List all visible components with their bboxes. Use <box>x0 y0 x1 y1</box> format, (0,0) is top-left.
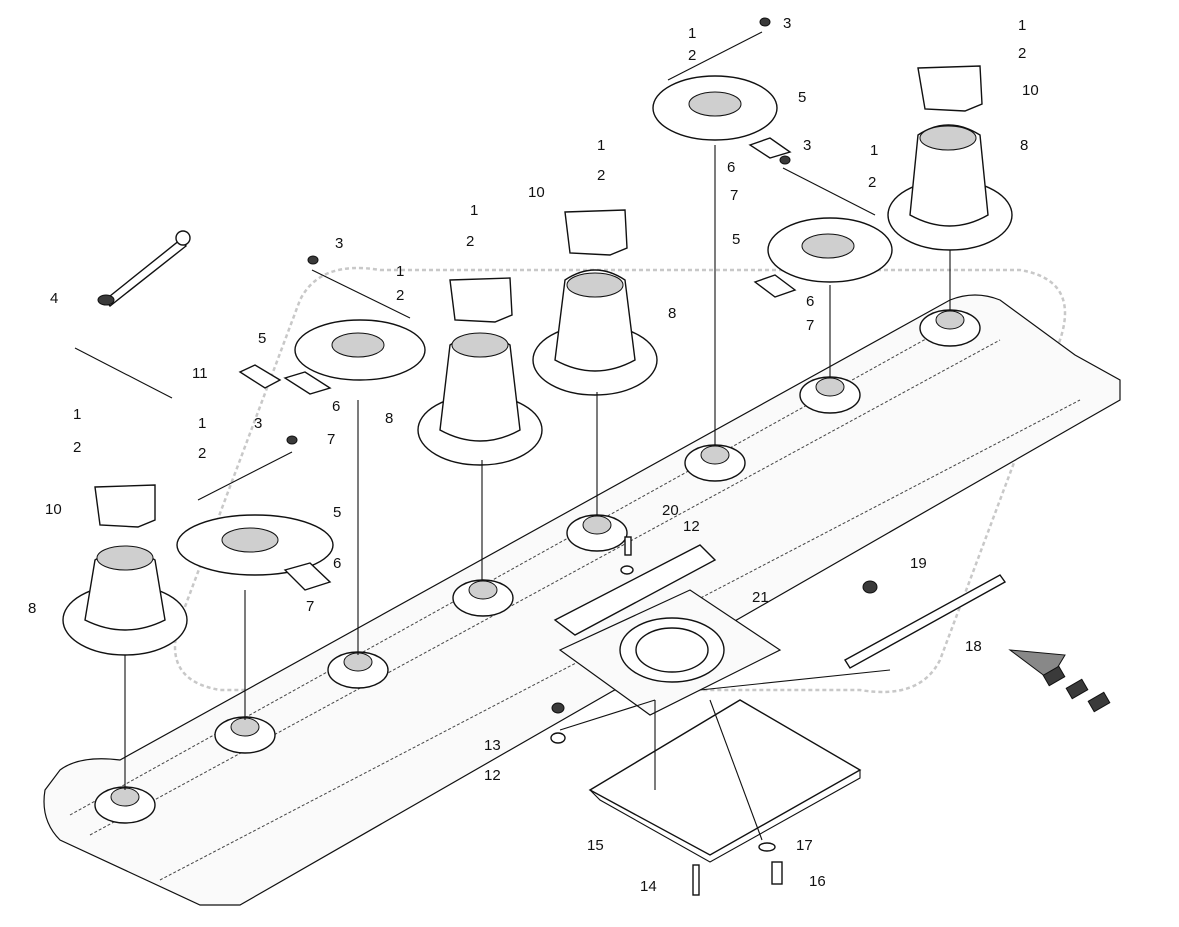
callout-5: 5 <box>732 231 740 248</box>
disc-hubs <box>94 309 981 824</box>
callout-2: 2 <box>597 167 605 184</box>
callout-5: 5 <box>798 89 806 106</box>
callout-3: 3 <box>783 15 791 32</box>
callout-10: 10 <box>1022 82 1039 99</box>
cone-drum-8-d <box>887 124 1013 251</box>
callout-1: 1 <box>396 263 404 280</box>
hub-2 <box>214 716 276 754</box>
callout-1: 1 <box>597 137 605 154</box>
callout-2: 2 <box>868 174 876 191</box>
callout-5: 5 <box>258 330 266 347</box>
center-gear-plate <box>558 589 782 716</box>
callout-3: 3 <box>803 137 811 154</box>
callout-8: 8 <box>28 600 36 617</box>
knife-6-b <box>283 562 332 591</box>
cap-plate-10-b <box>449 277 513 323</box>
callout-8: 8 <box>668 305 676 322</box>
callout-15: 15 <box>587 837 604 854</box>
callout-13: 12 <box>484 767 501 784</box>
watermark <box>173 266 1067 694</box>
cap-plate-10-a <box>94 484 156 528</box>
callout-6: 6 <box>727 159 735 176</box>
cone-drum-8-a <box>62 545 188 656</box>
callout-11: 11 <box>192 365 208 382</box>
guard-plate-21 <box>553 544 717 636</box>
hub-1 <box>94 786 156 824</box>
disc-5-d <box>767 217 893 283</box>
bar-18 <box>844 574 1007 669</box>
fasteners <box>286 17 878 896</box>
callout-1: 1 <box>688 25 696 42</box>
callout-10: 10 <box>45 501 62 518</box>
callout-20: 20 <box>662 502 679 519</box>
callout-3: 3 <box>335 235 343 252</box>
callout-1: 1 <box>1018 17 1026 34</box>
leader-lines <box>124 145 951 841</box>
hub-7 <box>799 376 861 414</box>
wrench-4 <box>97 230 191 307</box>
hub-3 <box>327 651 389 689</box>
callout-3: 3 <box>254 415 262 432</box>
callout-10: 10 <box>528 184 545 201</box>
disc-5-c <box>652 75 778 141</box>
callout-1: 1 <box>870 142 878 159</box>
bracket-11 <box>238 364 282 389</box>
callout-6: 6 <box>806 293 814 310</box>
hub-5 <box>566 514 628 552</box>
callout-13: 12 <box>683 518 700 535</box>
callout-2: 2 <box>1018 45 1026 62</box>
callout-2: 2 <box>396 287 404 304</box>
callout-18: 18 <box>965 638 982 655</box>
callout-7: 7 <box>730 187 738 204</box>
flow-direction-arrow-icon <box>1008 649 1111 713</box>
callout-2: 2 <box>688 47 696 64</box>
callout-19: 19 <box>910 555 927 572</box>
callout-2: 2 <box>73 439 81 456</box>
cap-plate-10-c <box>564 209 628 256</box>
callout-6: 6 <box>333 555 341 572</box>
callout-1: 1 <box>198 415 206 432</box>
skid-plate-15 <box>588 699 862 863</box>
callout-6: 6 <box>332 398 340 415</box>
knife-6-c <box>748 137 792 159</box>
callout-7: 7 <box>806 317 814 334</box>
dimension-arrow-icon <box>74 31 876 501</box>
callout-labels: 1 2 3 5 6 7 1 2 10 8 3 1 2 5 6 7 1 2 10 … <box>28 15 1039 895</box>
callout-16: 16 <box>809 873 826 890</box>
callout-12: 13 <box>484 737 501 754</box>
callout-2: 2 <box>466 233 474 250</box>
cone-drum-8-b <box>417 332 543 466</box>
knife-6-a <box>283 371 332 395</box>
callout-2: 2 <box>198 445 206 462</box>
callout-14: 14 <box>640 878 657 895</box>
callout-8: 8 <box>1020 137 1028 154</box>
callout-5: 5 <box>333 504 341 521</box>
callout-7: 7 <box>327 431 335 448</box>
callout-7: 7 <box>306 598 314 615</box>
callout-21: 21 <box>752 589 769 606</box>
disc-5-a <box>176 514 334 576</box>
callout-8: 8 <box>385 410 393 427</box>
cone-drum-8-c <box>532 269 658 396</box>
cap-plate-10-d <box>917 65 983 112</box>
callout-17: 17 <box>796 837 813 854</box>
disc-5-b <box>294 319 426 381</box>
callout-1: 1 <box>470 202 478 219</box>
hub-8 <box>919 309 981 347</box>
callout-4: 4 <box>50 290 58 307</box>
callout-1: 1 <box>73 406 81 423</box>
hub-6 <box>684 444 746 482</box>
hub-4 <box>452 579 514 617</box>
knife-6-d <box>753 274 797 298</box>
